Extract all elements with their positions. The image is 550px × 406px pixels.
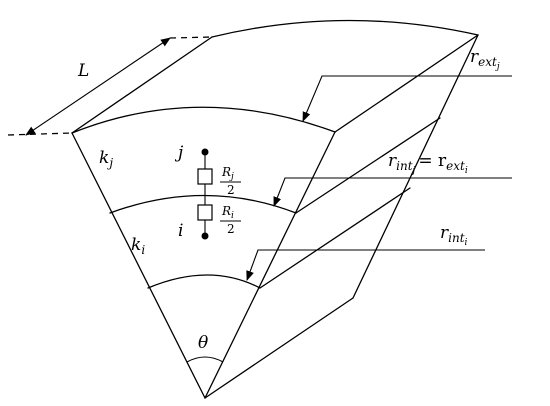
resistor-j	[197, 168, 213, 185]
theta-label: θ	[198, 333, 208, 353]
node-j	[201, 148, 209, 156]
node-i-label: i	[178, 221, 183, 241]
wedge-front-left-edge	[71, 132, 206, 399]
resistor-network	[197, 148, 213, 240]
r-int-label: rinti	[440, 223, 468, 248]
back-right-edge	[352, 34, 479, 299]
wedge-front-right-edge	[204, 131, 336, 399]
outer-arc-back	[211, 19, 479, 38]
top-left-depth-edge	[71, 36, 213, 134]
resistance-j-numerator: Rj	[221, 165, 234, 182]
length-extension-top	[169, 36, 213, 39]
inner-depth-edge	[259, 187, 411, 289]
r-int-leader	[246, 249, 485, 281]
length-label: L	[77, 61, 89, 81]
r-mid-label: rintj= rexti	[388, 151, 468, 176]
node-j-label: j	[174, 143, 184, 163]
length-dimension-arrow	[25, 37, 171, 136]
r-ext-label: rextj	[470, 47, 500, 72]
k-i-label: ki	[131, 235, 145, 257]
top-right-depth-edge	[334, 34, 479, 133]
resistance-i-denominator: 2	[227, 222, 235, 236]
inner-arc-front	[147, 274, 261, 289]
bottom-depth-edge	[204, 297, 354, 399]
middle-depth-edge	[295, 117, 441, 214]
k-j-label: kj	[99, 148, 113, 170]
resistance-i-numerator: Ri	[221, 204, 234, 221]
theta-arc	[186, 356, 224, 363]
outer-arc-front	[71, 106, 336, 134]
r-mid-leader	[273, 177, 512, 207]
node-i	[201, 232, 209, 240]
resistance-j-denominator: 2	[227, 183, 235, 197]
resistor-i	[197, 204, 213, 221]
r-ext-leader	[302, 75, 512, 122]
length-extension-bottom	[7, 132, 73, 136]
